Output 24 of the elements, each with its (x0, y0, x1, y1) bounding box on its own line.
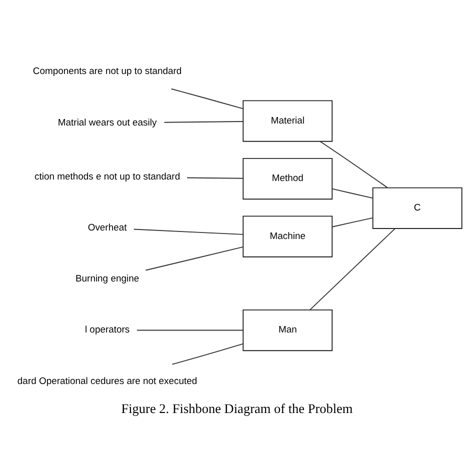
node-box: Method (242, 157, 333, 200)
connector (332, 216, 374, 227)
node-text: Overheat (88, 222, 127, 233)
connector (332, 188, 374, 198)
caption: Figure 2. Fishbone Diagram of the Problem (121, 400, 353, 416)
node-text: Components are not up to standard (32, 66, 182, 77)
connector (172, 342, 244, 364)
node-box: C (372, 186, 462, 228)
connector (320, 140, 388, 188)
node-text: Matrial wears out easily (58, 116, 157, 128)
node-box: Machine (242, 215, 333, 257)
node-text: ction methods e not up to standard (34, 170, 180, 182)
connector (133, 228, 244, 234)
node-text: Burning engine (75, 273, 140, 284)
node-box: Material (242, 100, 333, 142)
node-box: Man (242, 308, 333, 351)
connector (145, 246, 244, 270)
connector (310, 228, 396, 310)
connector (186, 176, 244, 178)
node-text: l operators (84, 324, 130, 336)
connector (136, 329, 244, 330)
node-text: dard Operational cedures are not executed (17, 375, 198, 386)
connector (170, 88, 244, 109)
connector (164, 120, 244, 122)
